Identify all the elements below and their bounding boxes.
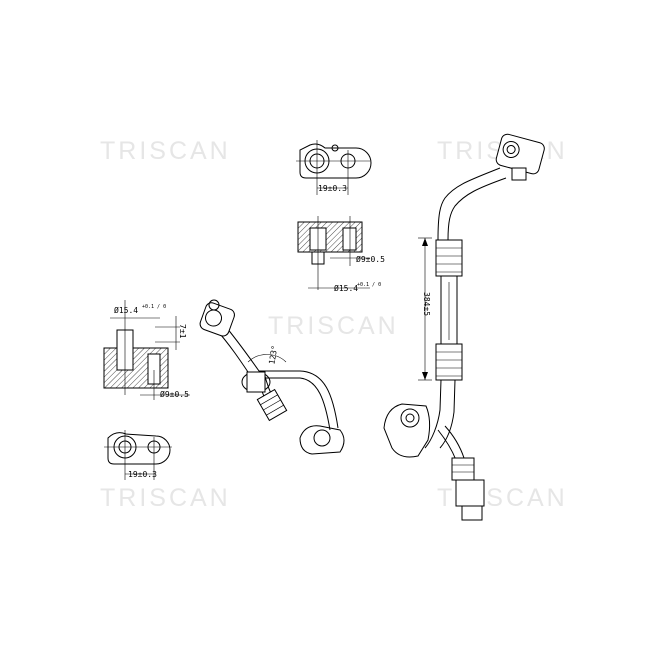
dim-left-bore-small: Ø9±0.5 xyxy=(160,389,189,399)
left-flange-plan-view: 19±0.3 xyxy=(104,430,172,480)
dim-left-bore-large: Ø15.4 xyxy=(114,305,138,315)
dim-top-bore-small: Ø9±0.5 xyxy=(356,254,385,264)
watermark-triscan: TRISCAN xyxy=(100,137,231,165)
dim-left-depth: 7±1 xyxy=(178,324,187,339)
dim-top-bore-large-tol: +0.1 / 0 xyxy=(357,282,381,288)
left-flange-section-view: Ø15.4 +0.1 / 0 7±1 Ø9±0.5 xyxy=(103,300,190,400)
top-flange-section-view: Ø9±0.5 Ø15.4 +0.1 / 0 xyxy=(297,216,385,293)
hose-side-view: 123° xyxy=(199,299,345,455)
watermark-triscan: TRISCAN xyxy=(268,312,399,340)
watermark-triscan: TRISCAN xyxy=(100,484,231,512)
hose-full-view: 384±5 xyxy=(383,133,545,521)
dim-angle: 123° xyxy=(267,345,279,366)
dim-top-bore-large: Ø15.4 xyxy=(334,283,358,293)
dim-top-width: 19±0.3 xyxy=(318,184,347,193)
dim-left-bore-large-tol: +0.1 / 0 xyxy=(142,304,166,310)
top-flange-plan-view: 19±0.3 xyxy=(296,140,372,195)
dim-left-width: 19±0.3 xyxy=(128,470,157,479)
dim-length: 384±5 xyxy=(422,292,431,316)
